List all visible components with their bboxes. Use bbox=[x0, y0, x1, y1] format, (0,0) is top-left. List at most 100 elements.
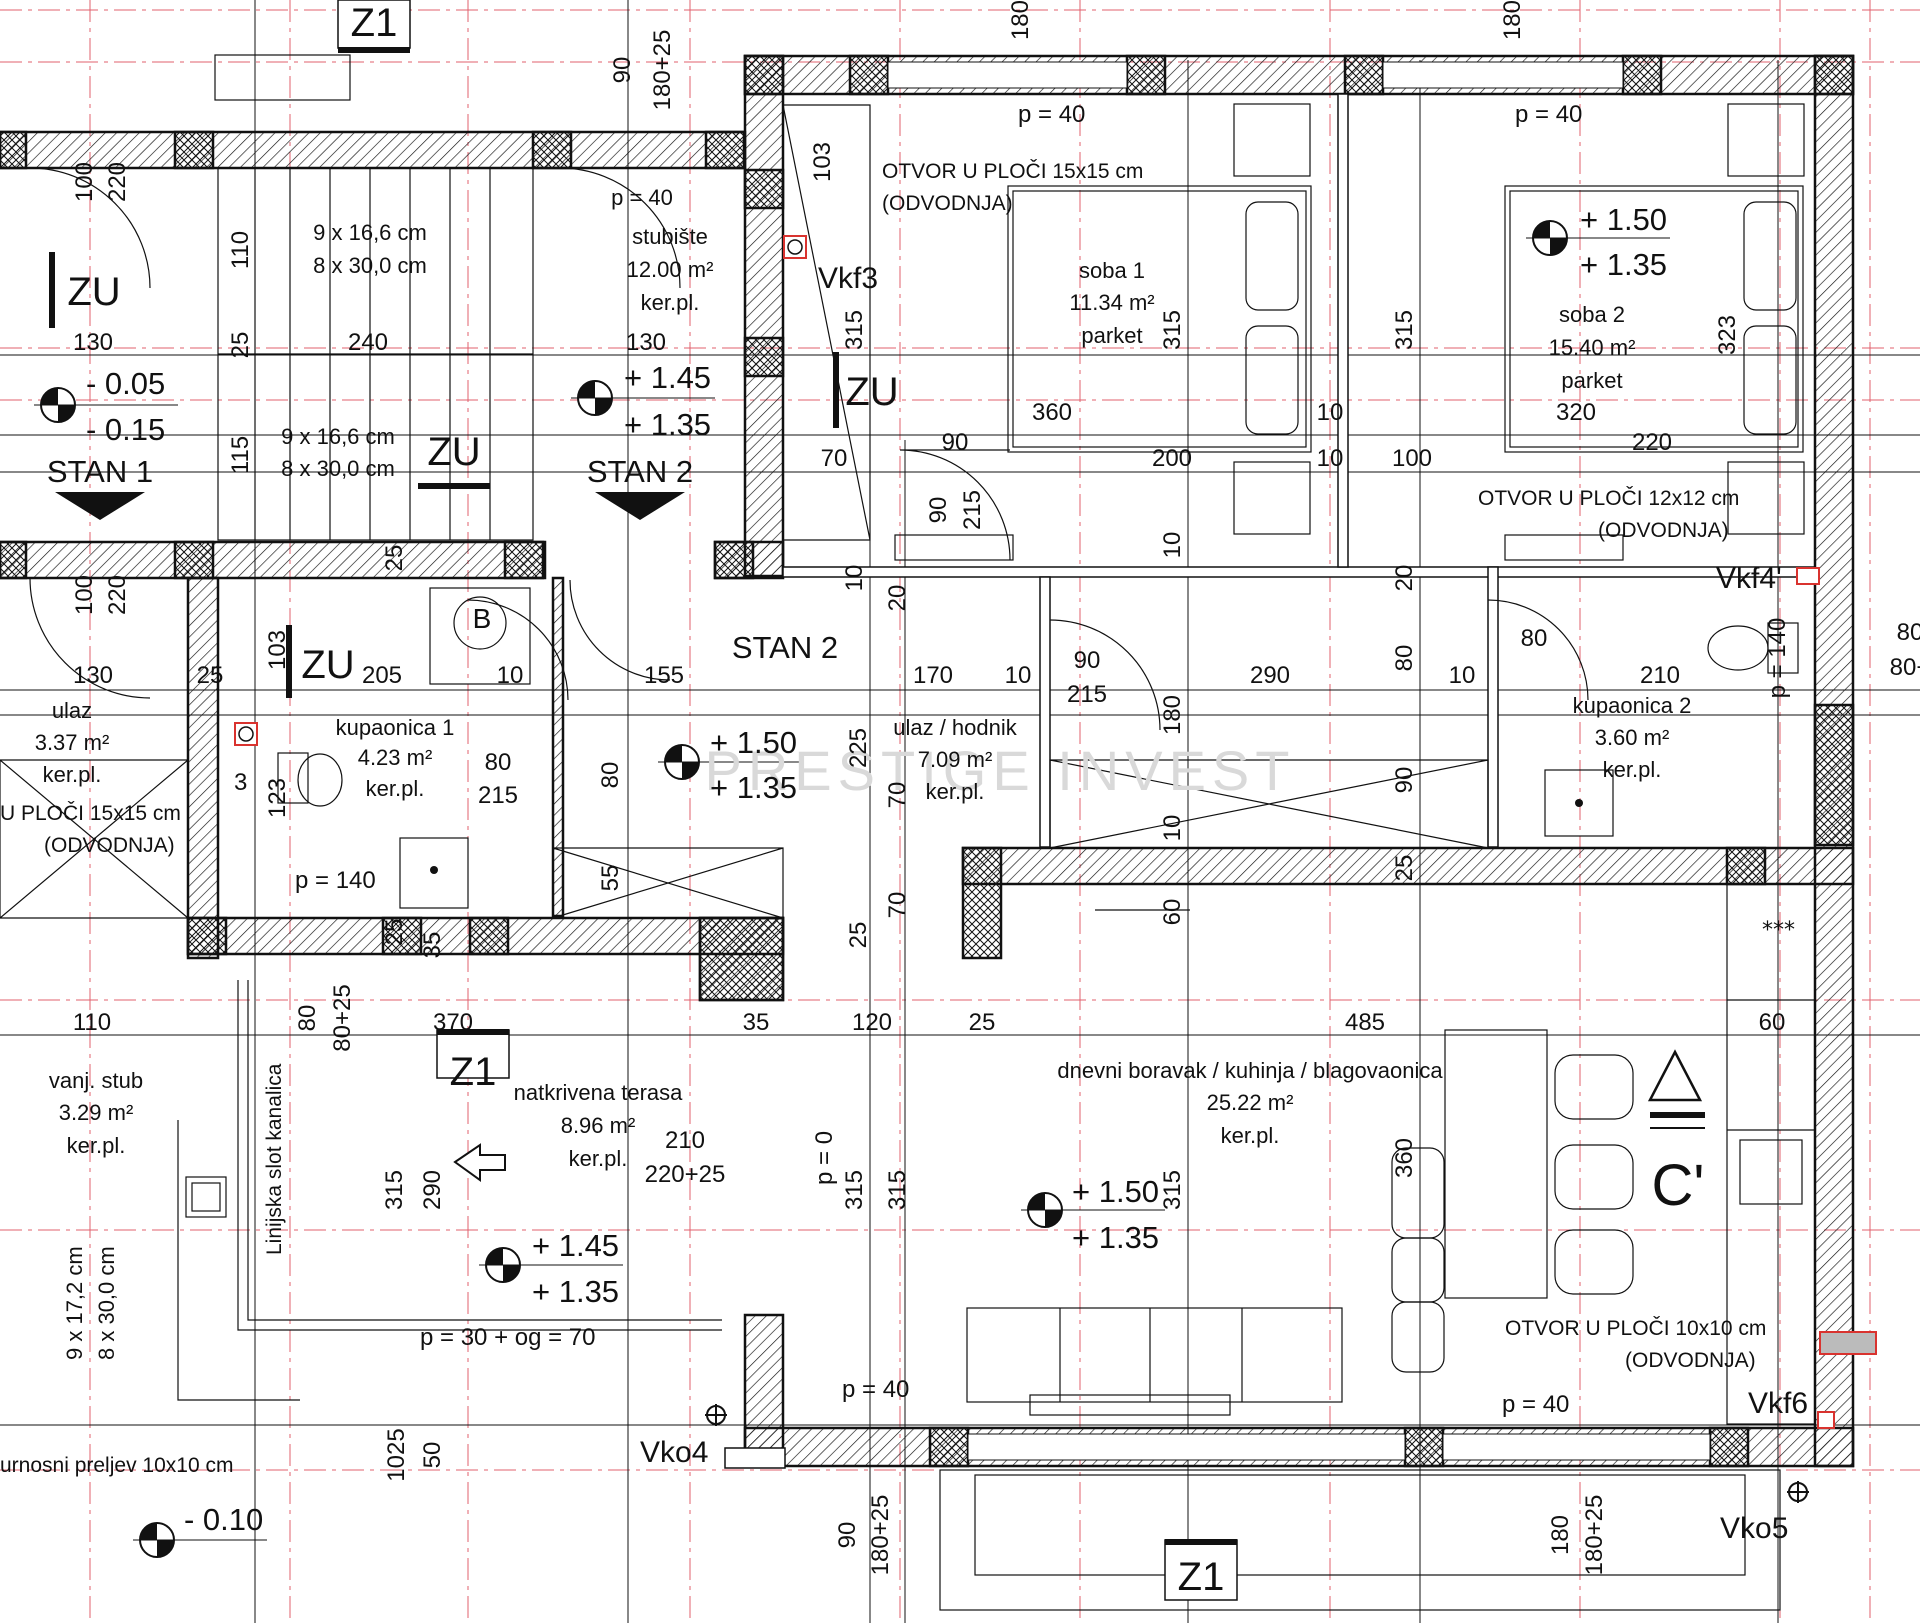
svg-text:100: 100 bbox=[1392, 445, 1432, 472]
zu-2: ZU bbox=[845, 370, 898, 414]
svg-text:80: 80 bbox=[485, 749, 512, 776]
svg-text:240: 240 bbox=[348, 329, 388, 356]
svg-text:3.60 m²: 3.60 m² bbox=[1595, 725, 1670, 750]
svg-text:90: 90 bbox=[609, 57, 636, 84]
z1-bottom: Z1 bbox=[1178, 1555, 1225, 1599]
svg-text:p = 0: p = 0 bbox=[811, 1131, 838, 1185]
svg-text:155: 155 bbox=[644, 662, 684, 689]
svg-text:8 x 30,0 cm: 8 x 30,0 cm bbox=[281, 456, 395, 481]
svg-text:100: 100 bbox=[71, 575, 98, 615]
svg-text:3.29 m²: 3.29 m² bbox=[59, 1100, 134, 1125]
svg-text:soba 2: soba 2 bbox=[1559, 302, 1625, 327]
level-markers bbox=[34, 220, 1670, 1558]
watermark: PRESTIGE INVEST bbox=[705, 739, 1296, 802]
svg-text:10: 10 bbox=[1317, 445, 1344, 472]
svg-text:220+25: 220+25 bbox=[645, 1161, 726, 1188]
room-soba2: soba 2 15.40 m² parket bbox=[1549, 302, 1636, 393]
svg-text:20: 20 bbox=[884, 585, 911, 612]
svg-text:8 x 30,0 cm: 8 x 30,0 cm bbox=[313, 253, 427, 278]
svg-text:natkrivena terasa: natkrivena terasa bbox=[514, 1080, 684, 1105]
svg-text:205: 205 bbox=[362, 662, 402, 689]
svg-text:35: 35 bbox=[743, 1009, 770, 1036]
svg-text:+ 1.35: + 1.35 bbox=[1580, 247, 1667, 282]
parapet-labels: p = 40 p = 40 p = 140 p = 0 p = 40 p = 4… bbox=[234, 101, 1582, 1418]
svg-text:315: 315 bbox=[1391, 310, 1418, 350]
svg-text:(ODVODNJA): (ODVODNJA) bbox=[44, 834, 175, 857]
svg-text:4.23 m²: 4.23 m² bbox=[358, 745, 433, 770]
svg-text:10: 10 bbox=[1005, 662, 1032, 689]
z1-mid: Z1 bbox=[450, 1050, 497, 1094]
svg-text:Linijska slot kanalica: Linijska slot kanalica bbox=[263, 1063, 286, 1255]
svg-text:200: 200 bbox=[1152, 445, 1192, 472]
svg-text:315: 315 bbox=[1159, 310, 1186, 350]
vko5-tag: Vko5 bbox=[1720, 1512, 1788, 1545]
svg-text:110: 110 bbox=[227, 231, 254, 269]
svg-text:25: 25 bbox=[197, 662, 224, 689]
svg-text:50: 50 bbox=[419, 1442, 446, 1469]
svg-text:15.40 m²: 15.40 m² bbox=[1549, 335, 1636, 360]
vertical-dims: 180+25 90 100 220 110 115 25 25 103 315 … bbox=[71, 0, 1791, 1575]
svg-text:11.34 m²: 11.34 m² bbox=[1069, 290, 1154, 315]
svg-text:ulaz / hodnik: ulaz / hodnik bbox=[893, 715, 1018, 740]
svg-text:10: 10 bbox=[1449, 662, 1476, 689]
svg-text:220: 220 bbox=[1632, 429, 1672, 456]
svg-text:10: 10 bbox=[841, 565, 868, 592]
svg-text:70: 70 bbox=[884, 892, 911, 919]
svg-text:360: 360 bbox=[1391, 1138, 1418, 1178]
svg-text:- 0.15: - 0.15 bbox=[86, 412, 165, 447]
unit-label-stan1: STAN 1 bbox=[47, 454, 153, 489]
svg-text:210: 210 bbox=[1640, 662, 1680, 689]
svg-text:10: 10 bbox=[497, 662, 524, 689]
svg-text:90: 90 bbox=[1391, 767, 1418, 794]
svg-text:3: 3 bbox=[234, 769, 247, 796]
horizontal-dims: 130 240 250 130 360 200 10 10 100 220 32… bbox=[73, 329, 1920, 1188]
svg-text:ker.pl.: ker.pl. bbox=[43, 762, 102, 787]
svg-text:1025: 1025 bbox=[383, 1428, 410, 1481]
stair-specs: 9 x 16,6 cm 8 x 30,0 cm 9 x 16,6 cm 8 x … bbox=[62, 220, 427, 1360]
svg-text:70: 70 bbox=[884, 782, 911, 809]
svg-text:315: 315 bbox=[884, 1170, 911, 1210]
svg-text:180: 180 bbox=[1547, 1515, 1574, 1555]
svg-text:123: 123 bbox=[264, 778, 291, 818]
svg-text:p = 40: p = 40 bbox=[842, 1376, 909, 1403]
svg-text:180: 180 bbox=[1007, 0, 1034, 40]
svg-text:60: 60 bbox=[1159, 899, 1186, 926]
svg-text:OTVOR U PLOČI 12x12 cm: OTVOR U PLOČI 12x12 cm bbox=[1478, 487, 1739, 510]
svg-text:180+25: 180+25 bbox=[649, 30, 676, 111]
unit-label-stan2: STAN 2 bbox=[587, 454, 693, 489]
svg-text:80: 80 bbox=[1897, 619, 1920, 646]
svg-text:20: 20 bbox=[1391, 565, 1418, 592]
svg-text:215: 215 bbox=[1067, 681, 1107, 708]
svg-text:10: 10 bbox=[1159, 815, 1186, 842]
svg-text:220: 220 bbox=[104, 162, 131, 202]
svg-text:60: 60 bbox=[1759, 1009, 1786, 1036]
svg-text:210: 210 bbox=[665, 1127, 705, 1154]
zu-3: ZU bbox=[427, 430, 480, 474]
svg-text:p = 30 + og = 70: p = 30 + og = 70 bbox=[420, 1324, 596, 1351]
room-kupaonica2: kupaonica 2 3.60 m² ker.pl. bbox=[1573, 693, 1692, 782]
svg-text:90: 90 bbox=[942, 429, 969, 456]
unit-label-stan2-center: STAN 2 bbox=[732, 630, 838, 665]
svg-text:p = 40: p = 40 bbox=[1515, 101, 1582, 128]
svg-text:80: 80 bbox=[294, 1005, 321, 1032]
svg-text:+ 1.35: + 1.35 bbox=[532, 1274, 619, 1309]
svg-text:130: 130 bbox=[73, 329, 113, 356]
svg-text:+ 1.35: + 1.35 bbox=[1072, 1220, 1159, 1255]
svg-text:180+25: 180+25 bbox=[1581, 1495, 1608, 1576]
svg-text:9 x 17,2 cm: 9 x 17,2 cm bbox=[62, 1246, 87, 1360]
svg-text:370: 370 bbox=[433, 1009, 473, 1036]
svg-text:7.09 m²: 7.09 m² bbox=[918, 747, 993, 772]
svg-text:225: 225 bbox=[845, 728, 872, 768]
room-labels: soba 1 11.34 m² parket soba 2 15.40 m² p… bbox=[35, 185, 1692, 1171]
room-ulaz: ulaz 3.37 m² ker.pl. bbox=[35, 698, 110, 787]
svg-text:kupaonica 2: kupaonica 2 bbox=[1573, 693, 1692, 718]
svg-text:+ 1.45: + 1.45 bbox=[532, 1228, 619, 1263]
svg-text:290: 290 bbox=[1250, 662, 1290, 689]
svg-text:+ 1.45: + 1.45 bbox=[624, 360, 711, 395]
svg-text:115: 115 bbox=[227, 436, 254, 474]
room-stubiste: p = 40 stubište 12.00 m² ker.pl. bbox=[611, 185, 713, 315]
svg-text:U PLOČI 15x15 cm: U PLOČI 15x15 cm bbox=[0, 802, 181, 825]
svg-text:ulaz: ulaz bbox=[52, 698, 92, 723]
svg-text:p = 40: p = 40 bbox=[611, 185, 673, 210]
